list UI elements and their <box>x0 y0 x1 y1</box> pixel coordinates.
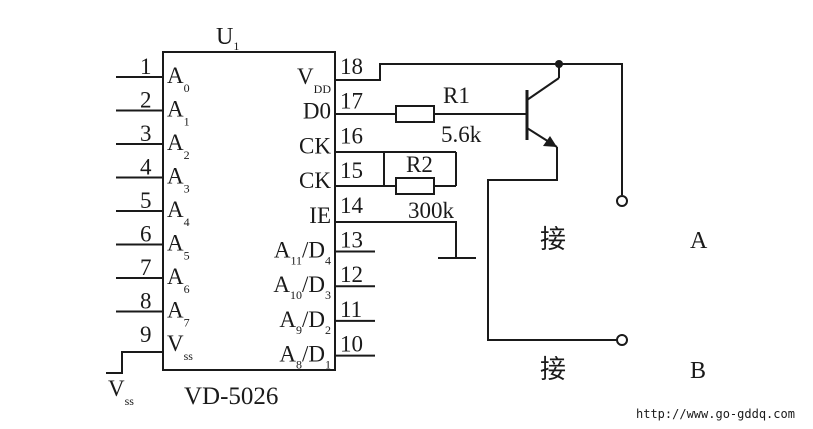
r1-name: R1 <box>443 83 470 108</box>
pin-label: A10/D3 <box>273 272 331 302</box>
pin-label: CK <box>299 133 331 158</box>
r1-resistor <box>395 105 435 123</box>
pin-number: 12 <box>340 262 363 287</box>
pin-number: 14 <box>340 193 364 218</box>
r2-name: R2 <box>406 152 433 177</box>
chip-designator: U1 <box>216 24 239 53</box>
pin-number: 15 <box>340 158 363 183</box>
left-pins: 1 A0 2 A1 3 A2 4 A3 5 A4 6 A5 7 A6 8 A7 9 Vss <box>116 54 193 363</box>
pin-number: 6 <box>140 222 152 247</box>
pin-number: 4 <box>140 155 152 180</box>
pin-label: A8/D1 <box>279 342 331 372</box>
pin-label: VDD <box>297 64 331 96</box>
pin-number: 7 <box>140 255 152 280</box>
pin-label: A4 <box>167 197 190 229</box>
r2-resistor <box>395 177 435 195</box>
pin-number: 16 <box>340 123 363 148</box>
pin-label: D0 <box>303 99 331 124</box>
pin-label: CK <box>299 168 331 193</box>
transistor <box>487 64 622 341</box>
pin-number: 2 <box>140 88 152 113</box>
pin-label: A6 <box>167 264 190 296</box>
terminal-b-dot <box>616 334 628 346</box>
r2-value: 300k <box>408 198 455 223</box>
terminal-b-name: B <box>690 358 706 384</box>
pin-number: 11 <box>340 297 362 322</box>
pin-label: IE <box>309 203 331 228</box>
terminal-a-char: 接 <box>540 225 566 254</box>
pin-label: A11/D4 <box>274 238 331 268</box>
pin-label: A2 <box>167 130 190 162</box>
pin-label: A5 <box>167 231 190 263</box>
pin-number: 3 <box>140 121 152 146</box>
pin-number: 13 <box>340 228 363 253</box>
watermark: http://www.go-gddq.com <box>636 407 795 421</box>
vdd-wire <box>335 63 623 195</box>
terminal-a-dot <box>616 195 628 207</box>
r1-value: 5.6k <box>441 122 482 147</box>
pin-number: 8 <box>140 289 152 314</box>
pin-number: 1 <box>140 54 152 79</box>
pin-label: A9/D2 <box>279 307 331 337</box>
pin-number: 5 <box>140 188 152 213</box>
pin-number: 17 <box>340 89 363 114</box>
chip-part-number: VD-5026 <box>184 383 278 410</box>
pin-number: 18 <box>340 54 363 79</box>
terminal-a-name: A <box>690 228 708 254</box>
pin-number: 9 <box>140 322 152 347</box>
ie-ground-wire <box>335 221 457 258</box>
terminal-b-char: 接 <box>540 355 566 384</box>
pin-number: 10 <box>340 332 363 357</box>
vss-label: Vss <box>108 376 134 408</box>
pin-label: A1 <box>167 97 190 129</box>
pin-label: A0 <box>167 63 190 95</box>
vss-wire <box>106 351 163 374</box>
pin-label: Vss <box>167 331 193 363</box>
pin-label: A7 <box>167 298 190 330</box>
pin-label: A3 <box>167 164 190 196</box>
